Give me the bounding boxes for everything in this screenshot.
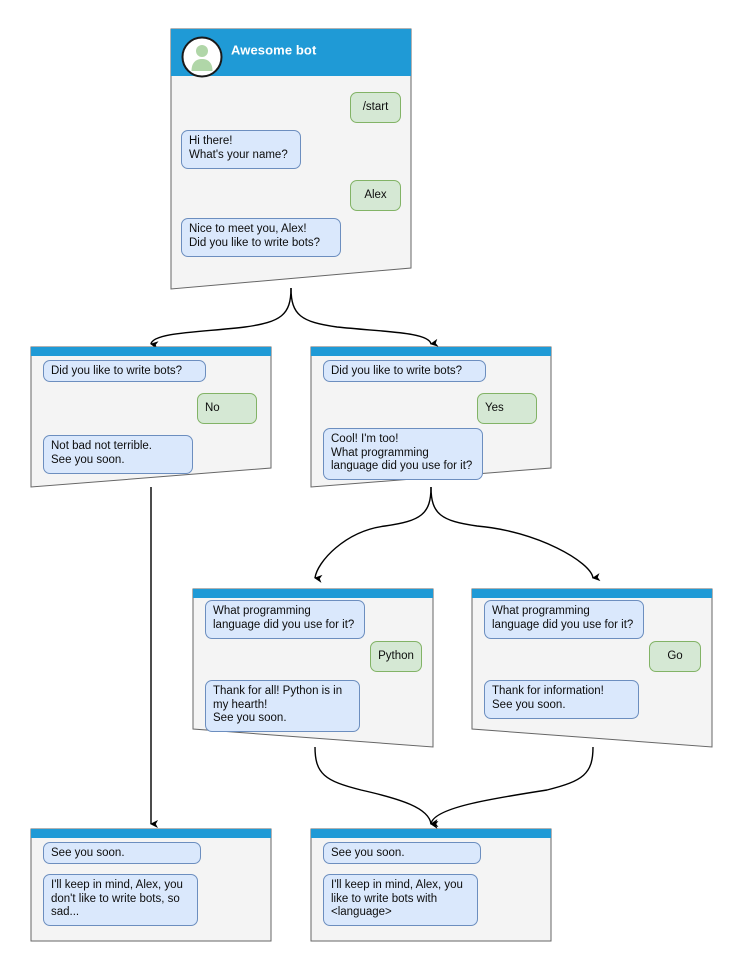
no-branch-node-content: Did you like to write bots? No Not bad n… xyxy=(30,346,272,488)
message-bubble-bot: Cool! I'm too! What programming language… xyxy=(323,428,483,480)
python-branch-chat-window[interactable]: What programming language did you use fo… xyxy=(192,588,434,748)
python-branch-node-content: What programming language did you use fo… xyxy=(192,588,434,748)
message-bubble-bot: What programming language did you use fo… xyxy=(205,600,365,639)
message-bubble-bot: See you soon. xyxy=(323,842,481,864)
message-bubble-bot: Thank for all! Python is in my hearth! S… xyxy=(205,680,360,732)
message-bubble-bot: I'll keep in mind, Alex, you don't like … xyxy=(43,874,198,926)
root-node-content: Awesome bot /start Hi there! What's your… xyxy=(170,28,412,290)
end-sad-chat-window[interactable]: See you soon. I'll keep in mind, Alex, y… xyxy=(30,828,272,942)
end-happy-chat-window[interactable]: See you soon. I'll keep in mind, Alex, y… xyxy=(310,828,552,942)
message-bubble-bot: Nice to meet you, Alex! Did you like to … xyxy=(181,218,341,257)
message-bubble-bot: See you soon. xyxy=(43,842,201,864)
no-branch-chat-window[interactable]: Did you like to write bots? No Not bad n… xyxy=(30,346,272,488)
message-bubble-user: Alex xyxy=(350,180,401,211)
user-avatar-icon xyxy=(181,36,223,78)
edge-root-to-yes xyxy=(290,287,439,347)
message-bubble-user: /start xyxy=(350,92,401,123)
message-bubble-bot: Did you like to write bots? xyxy=(323,360,486,382)
message-bubble-bot: Hi there! What's your name? xyxy=(181,130,301,169)
message-bubble-user: Go xyxy=(649,641,701,672)
message-bubble-bot: I'll keep in mind, Alex, you like to wri… xyxy=(323,874,478,926)
yes-branch-node-content: Did you like to write bots? Yes Cool! I'… xyxy=(310,346,552,488)
message-bubble-bot: Thank for information! See you soon. xyxy=(484,680,639,719)
message-bubble-user: No xyxy=(197,393,257,424)
message-bubble-user: Python xyxy=(370,641,422,672)
message-bubble-user: Yes xyxy=(477,393,537,424)
end-happy-node-content: See you soon. I'll keep in mind, Alex, y… xyxy=(310,828,552,942)
root-chat-window[interactable]: Awesome bot /start Hi there! What's your… xyxy=(170,28,412,290)
edge-yes-to-python xyxy=(314,486,432,583)
edge-python-to-end-happy xyxy=(314,746,439,828)
end-sad-node-content: See you soon. I'll keep in mind, Alex, y… xyxy=(30,828,272,942)
yes-branch-chat-window[interactable]: Did you like to write bots? Yes Cool! I'… xyxy=(310,346,552,488)
root-header-title: Awesome bot xyxy=(231,42,317,58)
message-bubble-bot: What programming language did you use fo… xyxy=(484,600,644,639)
edge-go-to-end-happy xyxy=(430,746,594,829)
go-branch-node-content: What programming language did you use fo… xyxy=(471,588,713,748)
edge-root-to-no xyxy=(150,287,292,350)
message-bubble-bot: Did you like to write bots? xyxy=(43,360,206,382)
message-bubble-bot: Not bad not terrible. See you soon. xyxy=(43,435,193,474)
edge-yes-to-go xyxy=(430,486,601,582)
go-branch-chat-window[interactable]: What programming language did you use fo… xyxy=(471,588,713,748)
